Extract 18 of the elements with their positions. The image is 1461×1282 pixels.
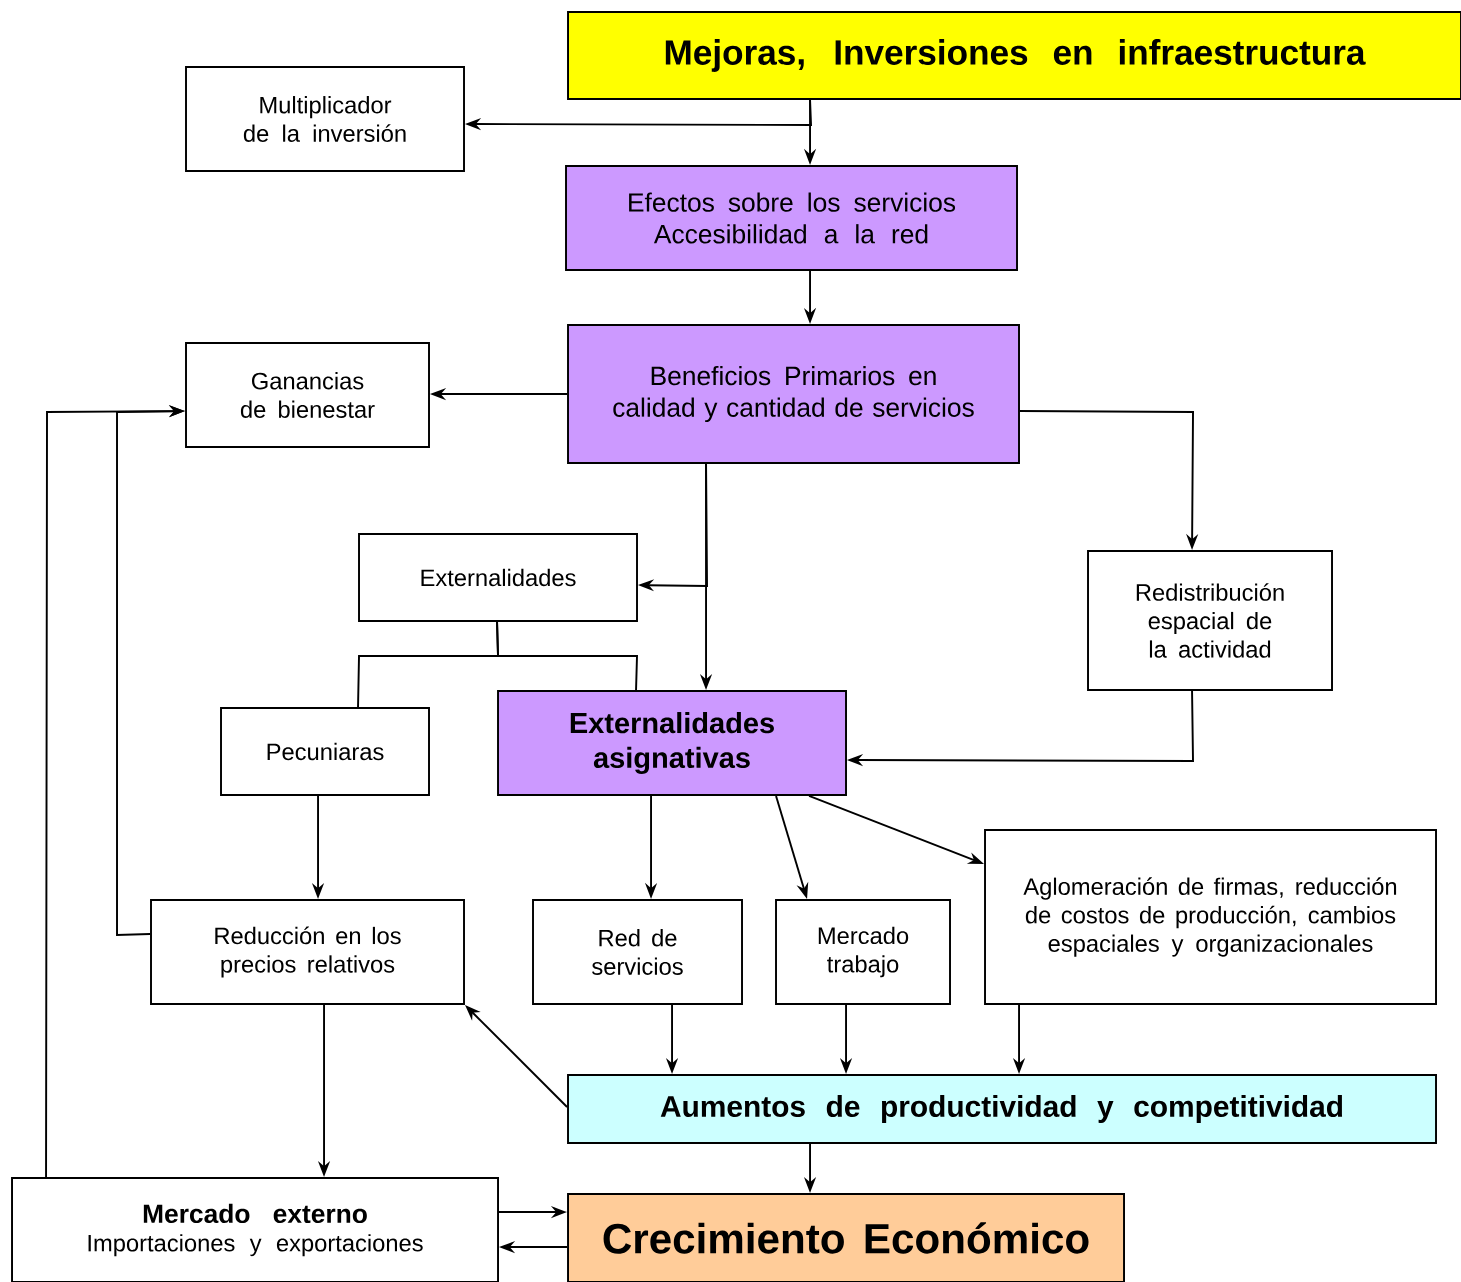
process-box: Reducción en los precios relativos: [150, 899, 465, 1005]
arrow: [465, 1005, 568, 1108]
process-box: Redistribución espacial de la actividad: [1087, 550, 1333, 691]
heading-box: Mejoras, Inversiones en infraestructura: [567, 11, 1461, 100]
process-box: Aglomeración de firmas, reducción de costos de producción, cambios espaciales y organizacionales: [984, 829, 1437, 1005]
process-box: Externalidades: [358, 533, 638, 622]
process-box: Externalidades asignativas: [497, 690, 847, 796]
process-box: Efectos sobre los servicios Accesibilidad a la red: [565, 165, 1018, 271]
result-box: Crecimiento Económico: [567, 1193, 1125, 1282]
process-box: Ganancias de bienestar: [185, 342, 430, 448]
process-box: Pecuniaras: [220, 707, 430, 796]
process-box: Multiplicador de la inversión: [185, 66, 465, 172]
process-box: Beneficios Primarios en calidad y cantidad de servicios: [567, 324, 1020, 464]
process-box: Aumentos de productividad y competitividad: [567, 1074, 1437, 1144]
process-box: Mercado trabajo: [775, 899, 951, 1005]
process-box: Mercado externo Importaciones y exportaciones: [11, 1177, 499, 1282]
connector-line: [496, 621, 638, 691]
process-box: Red de servicios: [532, 899, 743, 1005]
